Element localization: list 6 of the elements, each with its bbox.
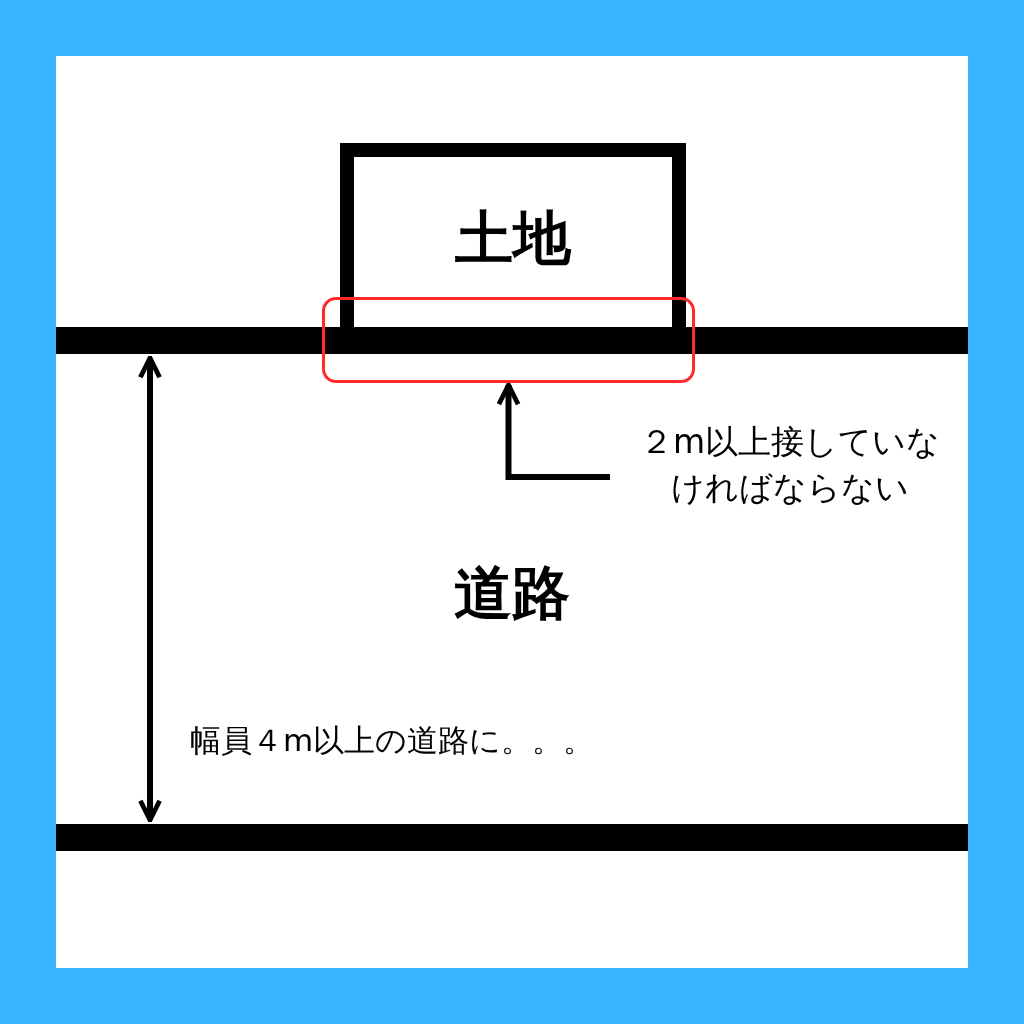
road-label: 道路: [453, 558, 571, 629]
road-width-note: 幅員４m以上の道路に。。。: [190, 721, 595, 760]
leader-arrow: [496, 382, 610, 480]
highlight-frame: [322, 297, 695, 383]
note-text: ２m以上接していなければならない: [638, 421, 942, 509]
land-label: 土地: [455, 202, 571, 274]
